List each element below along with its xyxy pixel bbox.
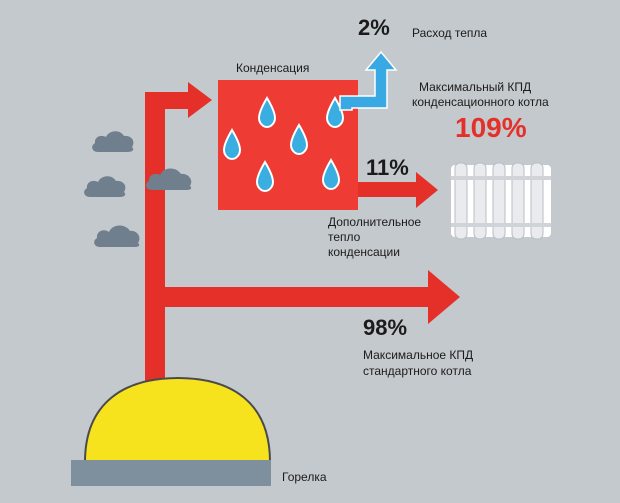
water-drop-icon (222, 128, 242, 161)
water-drop-icon (257, 96, 277, 129)
standard-kpd-value: 98% (363, 315, 408, 340)
standard-arrow-head (428, 270, 460, 324)
max-kpd-cond-value: 109% (455, 112, 527, 143)
cloud-icon (94, 225, 140, 247)
max-kpd-cond-line2: конденсационного котла (412, 95, 549, 109)
water-drop-icon (325, 96, 345, 129)
burner-flame-icon (83, 376, 272, 463)
cloud-icon (92, 131, 134, 152)
heat-loss-percent: 2% (358, 15, 390, 40)
condenser-feed-arrow-head (188, 82, 212, 118)
extra-heat-arrow-head (416, 172, 438, 208)
extra-heat-percent: 11% (366, 155, 409, 180)
standard-kpd-line1: Максимальное КПД (363, 348, 474, 362)
max-kpd-cond-line1: Максимальный КПД (419, 80, 532, 94)
steam-arrow-icon (339, 50, 398, 111)
extra-heat-line3: конденсации (328, 245, 400, 259)
burner-base (71, 460, 271, 486)
extra-heat-line2: тепло (328, 230, 361, 244)
water-drop-icon (289, 123, 309, 156)
water-drop-icon (321, 158, 341, 191)
burner-label: Горелка (282, 470, 327, 484)
standard-arrow-shaft (145, 287, 430, 307)
condenser-feed-arrow-shaft (145, 92, 190, 109)
condensation-label: Конденсация (236, 61, 310, 75)
water-drop-icon (255, 160, 275, 193)
heat-loss-label: Расход тепла (412, 26, 488, 40)
standard-kpd-line2: стандартного котла (363, 364, 472, 378)
cloud-icon (84, 176, 126, 197)
cloud-icon (146, 168, 192, 190)
radiator-icon (451, 162, 551, 240)
extra-heat-line1: Дополнительное (328, 215, 422, 229)
main-pipe (145, 92, 165, 382)
extra-heat-arrow-shaft (356, 182, 418, 197)
